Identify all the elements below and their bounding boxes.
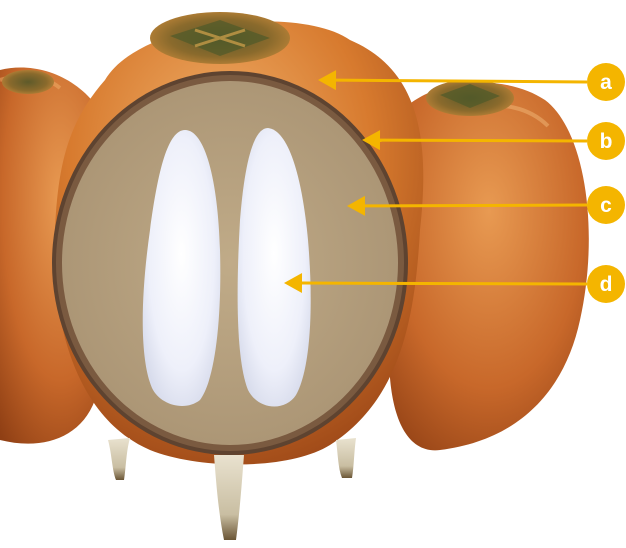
callout-line (380, 140, 587, 141)
calyx-crown-icon (2, 70, 54, 94)
callout-label: a (600, 71, 612, 94)
callout-label: c (600, 194, 612, 217)
callout-line (336, 80, 587, 82)
callout-line (365, 205, 587, 206)
calyx-crown-icon (150, 12, 290, 64)
stalk-tip-icon (336, 438, 356, 478)
stalk-tip-icon (108, 438, 130, 480)
callout-line (302, 283, 587, 284)
stalk-tip-icon (214, 455, 244, 540)
callout-label: d (600, 273, 613, 296)
callout-label: b (600, 130, 613, 153)
inner-pulp (62, 81, 398, 445)
calyx-crown-icon (426, 80, 514, 116)
cross-section (52, 71, 408, 455)
